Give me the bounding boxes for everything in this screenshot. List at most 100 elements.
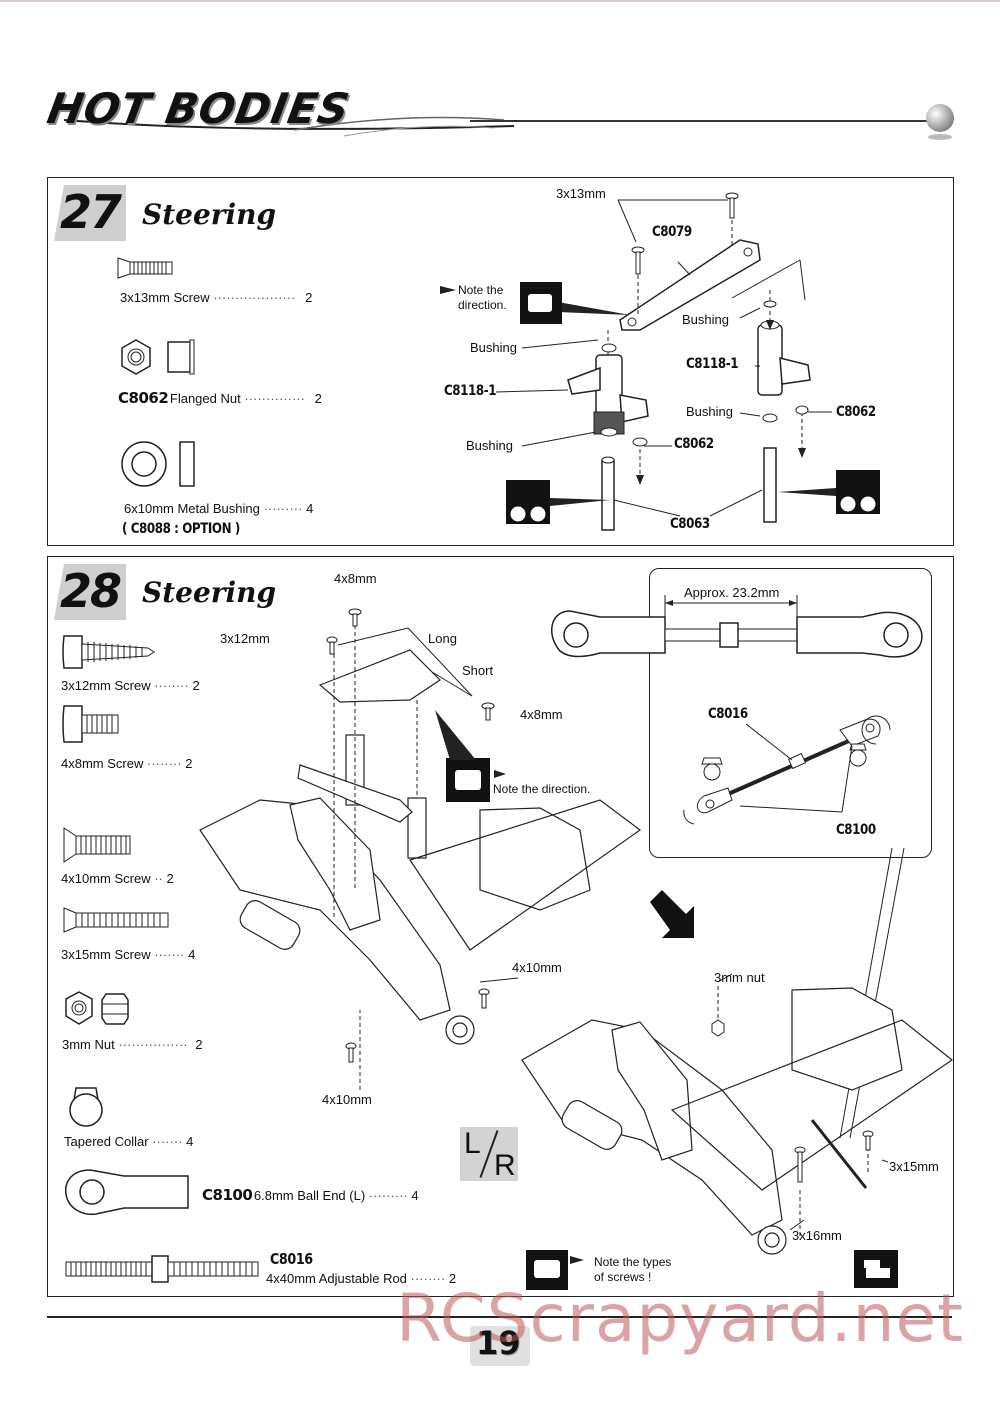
- part-dots: ········: [410, 1271, 446, 1286]
- part-name: 6.8mm Ball End (L): [253, 1188, 366, 1203]
- callout-3x12: 3x12mm: [220, 631, 270, 646]
- callout-note-direction-28: Note the direction.: [493, 782, 591, 796]
- note-types-line2: of screws !: [594, 1270, 652, 1284]
- note-line1: Note the: [458, 283, 504, 297]
- part-qty: 2: [166, 871, 174, 886]
- logo-swoosh: [63, 116, 515, 137]
- part-3x15-screw: 3x15mm Screw ······· 4: [61, 947, 195, 962]
- nut-3mm-icon: [65, 991, 129, 1025]
- part-dots: ··: [154, 871, 163, 886]
- part-3x13-screw: 3x13mm Screw ··················· 2: [120, 290, 312, 305]
- part-qty: 4: [188, 947, 196, 962]
- callout-3x13: 3x13mm: [556, 186, 606, 201]
- part-qty: 2: [314, 391, 322, 406]
- callout-c8118-left: C8118-1: [444, 383, 497, 399]
- screw-3x13-icon: [117, 257, 173, 279]
- screw-4x8-icon: [62, 705, 119, 743]
- part-dots: ········: [146, 756, 182, 771]
- header-ball-icon: [926, 104, 954, 132]
- part-name: Tapered Collar: [64, 1134, 149, 1149]
- part-qty: 4: [411, 1188, 419, 1203]
- part-code: C8100: [202, 1186, 253, 1204]
- step28-title: Steering: [142, 576, 277, 609]
- part-ball-end: C8100 6.8mm Ball End (L) ········· 4: [202, 1186, 419, 1204]
- part-name: 3x15mm Screw: [61, 947, 151, 962]
- part-3x12-screw: 3x12mm Screw ········ 2: [61, 678, 200, 693]
- part-dots: ·········: [263, 501, 303, 516]
- part-qty: 4: [186, 1134, 194, 1149]
- part-dots: ·······: [154, 947, 185, 962]
- callout-c8062-right: C8062: [836, 404, 876, 420]
- note-types-line1: Note the types: [594, 1255, 672, 1269]
- part-qty: 2: [185, 756, 193, 771]
- callout-note-screw-types: Note the types of screws !: [594, 1255, 671, 1285]
- part-3mm-nut: 3mm Nut ················ 2: [62, 1037, 202, 1052]
- rod-adjustment-inset: [649, 568, 932, 858]
- callout-c8016: C8016: [708, 706, 748, 722]
- callout-short: Short: [462, 663, 494, 678]
- ball-end-icon: [64, 1169, 189, 1216]
- part-qty: 2: [192, 678, 200, 693]
- callout-approx-length: Approx. 23.2mm: [684, 585, 780, 600]
- part-name: 4x8mm Screw: [61, 756, 144, 771]
- part-flanged-nut: C8062 Flanged Nut ·············· 2: [118, 389, 322, 407]
- direction-arrow-icon: [650, 890, 694, 938]
- header-ball-shadow: [928, 134, 952, 140]
- watermark: RCScrapyard.net: [396, 1280, 964, 1357]
- adjustable-rod-icon: [65, 1255, 259, 1283]
- rod-length-diagram: [551, 595, 923, 658]
- step27-number: 27: [60, 185, 122, 239]
- part-4x10-screw: 4x10mm Screw ·· 2: [61, 871, 174, 886]
- part-name: 3x12mm Screw: [61, 678, 151, 693]
- part-qty: 2: [195, 1037, 203, 1052]
- part-dots: ·········: [368, 1188, 408, 1203]
- screw-3x15-icon: [63, 907, 169, 933]
- part-dots: ················: [118, 1037, 188, 1052]
- callout-c8062-left: C8062: [674, 436, 714, 452]
- part-code: C8062: [118, 389, 169, 407]
- callout-note-direction: Note the direction.: [458, 283, 507, 313]
- callout-3x15: 3x15mm: [889, 1159, 939, 1174]
- part-dots: ···················: [213, 290, 296, 305]
- brand-logo: HOT BODIES: [44, 82, 515, 142]
- step27-steering-diagram: [440, 192, 880, 531]
- part-adjustable-rod: 4x40mm Adjustable Rod ········ 2: [266, 1271, 456, 1286]
- screw-3x12-icon: [62, 635, 155, 669]
- callout-4x10-bottom: 4x10mm: [322, 1092, 372, 1107]
- step27-title: Steering: [142, 198, 277, 231]
- part-name: Flanged Nut: [169, 391, 241, 406]
- callout-c8100: C8100: [836, 822, 876, 838]
- step27-number-badge: 27: [54, 185, 126, 241]
- part-name: 6x10mm Metal Bushing: [124, 501, 260, 516]
- screw-4x10-icon: [63, 827, 131, 863]
- step27-panel: [47, 177, 954, 546]
- footer-rule: [47, 1316, 952, 1318]
- lr-right-letter: R: [494, 1149, 516, 1182]
- left-right-icon: L R: [460, 1127, 518, 1182]
- callout-bushing-left: Bushing: [470, 340, 517, 355]
- step28-assembled-diagram: [521, 973, 954, 1290]
- step-badge-bg: [54, 564, 126, 620]
- page-number-badge: [470, 1326, 530, 1366]
- callout-bushing-right: Bushing: [686, 404, 733, 419]
- header-rule: [470, 120, 928, 122]
- diagram-screw-left: [631, 246, 645, 275]
- callout-bushing-bottom: Bushing: [466, 438, 513, 453]
- step-badge-bg: [54, 185, 126, 241]
- flanged-nut-icon: [121, 339, 195, 375]
- part-dots: ········: [154, 678, 189, 693]
- diagram-screw-right: [725, 192, 739, 219]
- part-name: 4x40mm Adjustable Rod: [266, 1271, 407, 1286]
- part-rod-code: C8016: [270, 1250, 313, 1268]
- callout-3mm-nut: 3mm nut: [714, 970, 765, 985]
- part-qty: 4: [306, 501, 314, 516]
- page-number: 19: [476, 1324, 521, 1362]
- callout-4x8-top: 4x8mm: [334, 571, 377, 586]
- callout-c8118-right: C8118-1: [686, 356, 739, 372]
- step28-chassis-diagram: [199, 608, 642, 1090]
- callout-4x8-right: 4x8mm: [520, 707, 563, 722]
- note-line2: direction.: [458, 298, 507, 312]
- rod-assembly-diagram: [683, 715, 891, 825]
- part-name: 3x13mm Screw: [120, 290, 210, 305]
- option-note: ( C8088 : OPTION ): [122, 521, 240, 537]
